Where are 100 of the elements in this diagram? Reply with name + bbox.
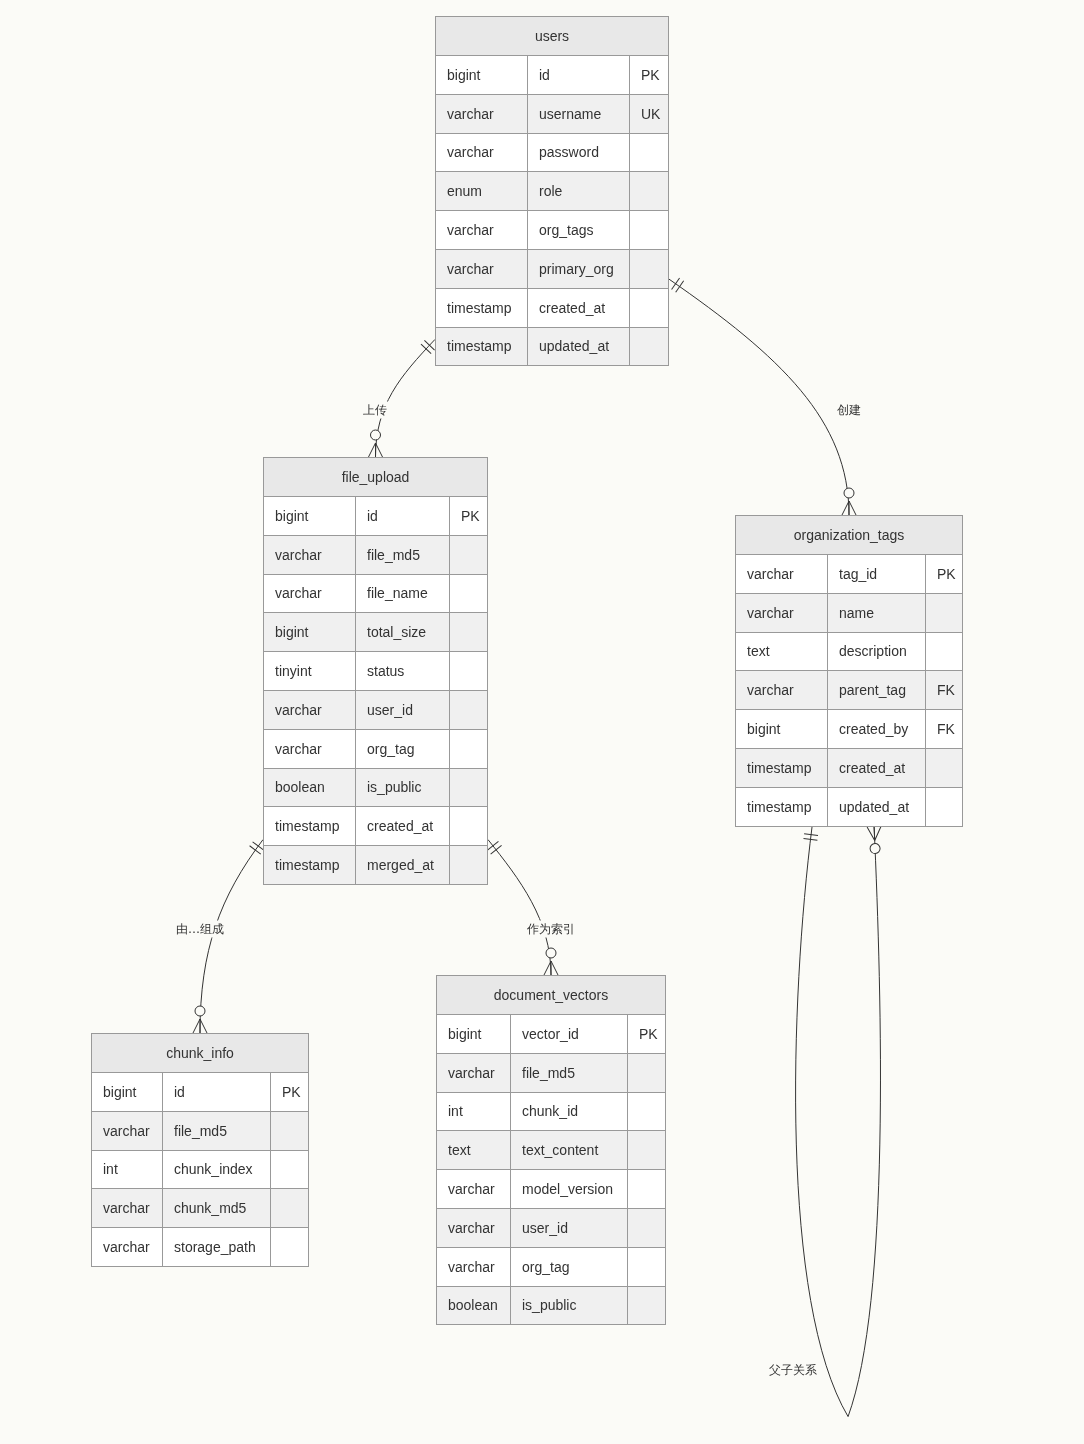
attribute-row <box>437 1091 665 1131</box>
data-type-cell: varchar <box>437 1209 511 1247</box>
data-type-cell: varchar <box>92 1228 163 1266</box>
attribute-row <box>264 651 487 690</box>
data-type-cell: varchar <box>736 593 828 632</box>
column-name-cell: primary_org <box>528 250 630 288</box>
key-cell-text: PK <box>640 65 661 85</box>
attribute-row <box>736 786 962 826</box>
data-type-cell: timestamp <box>436 288 528 327</box>
attribute-row <box>736 670 962 710</box>
entity-table <box>435 16 669 367</box>
attribute-row <box>436 55 668 94</box>
column-name-cell: vector_id <box>511 1015 628 1053</box>
attribute-row <box>736 748 962 787</box>
data-type-cell: bigint <box>436 56 528 94</box>
attribute-row <box>436 93 668 133</box>
column-name-cell: name <box>828 593 926 632</box>
attribute-row <box>437 1285 665 1325</box>
attribute-row <box>264 728 487 768</box>
column-name-cell: model_version <box>511 1170 628 1208</box>
table-title: organization_tags <box>736 516 962 554</box>
attribute-row <box>436 287 668 327</box>
data-type-cell: varchar <box>436 250 528 288</box>
table-title: file_upload <box>264 458 487 496</box>
column-name-cell: id <box>528 56 630 94</box>
data-type-cell: varchar <box>264 535 356 574</box>
column-name-cell: file_md5 <box>163 1111 271 1150</box>
edge-label: 父子关系 <box>767 1361 819 1379</box>
data-type-cell: varchar <box>437 1053 511 1092</box>
attribute-row <box>736 592 962 632</box>
attribute-row <box>436 249 668 288</box>
column-name-cell: org_tag <box>511 1247 628 1286</box>
attribute-row <box>264 573 487 613</box>
data-type-cell: timestamp <box>264 846 356 884</box>
relationship-line <box>668 277 857 516</box>
data-type-cell: timestamp <box>436 327 528 366</box>
data-type-cell: timestamp <box>736 787 828 826</box>
data-type-cell: bigint <box>92 1073 163 1111</box>
key-cell-text: PK <box>460 506 481 526</box>
entity-table <box>263 457 488 885</box>
attribute-row <box>264 496 487 535</box>
attribute-row <box>264 806 487 846</box>
column-name-cell: storage_path <box>163 1228 271 1266</box>
attribute-row <box>437 1014 665 1053</box>
column-name-cell: file_md5 <box>356 535 450 574</box>
data-type-cell: tinyint <box>264 652 356 690</box>
column-name-cell: org_tag <box>356 729 450 768</box>
key-cell-text: PK <box>281 1082 302 1102</box>
attribute-row <box>264 845 487 884</box>
column-name-cell: status <box>356 652 450 690</box>
data-type-cell: varchar <box>437 1247 511 1286</box>
key-cell-text: PK <box>936 564 957 584</box>
attribute-row <box>437 1052 665 1092</box>
column-name-cell: user_id <box>356 691 450 729</box>
column-name-cell: updated_at <box>828 787 926 826</box>
attribute-row <box>436 171 668 211</box>
data-type-cell: bigint <box>437 1015 511 1053</box>
attribute-row <box>92 1149 308 1189</box>
attribute-row <box>264 534 487 574</box>
edge-label: 创建 <box>835 401 863 419</box>
data-type-cell: varchar <box>436 94 528 133</box>
column-name-cell: created_at <box>828 749 926 787</box>
attribute-row <box>264 767 487 807</box>
column-name-cell: id <box>163 1073 271 1111</box>
data-type-cell: varchar <box>437 1170 511 1208</box>
attribute-row <box>92 1227 308 1266</box>
data-type-cell: varchar <box>264 729 356 768</box>
column-name-cell: tag_id <box>828 555 926 593</box>
attribute-row <box>92 1110 308 1150</box>
table-title: chunk_info <box>92 1034 308 1072</box>
entity-table <box>735 515 963 827</box>
attribute-row <box>437 1130 665 1170</box>
column-name-cell: merged_at <box>356 846 450 884</box>
attribute-row <box>736 709 962 748</box>
attribute-row <box>437 1208 665 1247</box>
column-name-cell: is_public <box>511 1286 628 1325</box>
edge-label: 上传 <box>361 401 389 419</box>
table-title: users <box>436 17 668 55</box>
attribute-row <box>264 690 487 729</box>
data-type-cell: varchar <box>436 211 528 249</box>
attribute-row <box>436 132 668 172</box>
data-type-cell: varchar <box>736 555 828 593</box>
data-type-cell: boolean <box>437 1286 511 1325</box>
attribute-row <box>736 554 962 593</box>
key-cell-text: UK <box>640 104 662 124</box>
data-type-cell: varchar <box>264 691 356 729</box>
edge-label: 由…组成 <box>174 920 226 938</box>
column-name-cell: org_tags <box>528 211 630 249</box>
table-title: document_vectors <box>437 976 665 1014</box>
relationship-line <box>795 825 882 1418</box>
column-name-cell: id <box>356 497 450 535</box>
attribute-row <box>436 326 668 366</box>
attribute-row <box>736 631 962 671</box>
column-name-cell: user_id <box>511 1209 628 1247</box>
data-type-cell: varchar <box>92 1111 163 1150</box>
attribute-row <box>264 612 487 652</box>
column-name-cell: created_at <box>528 288 630 327</box>
entity-table <box>91 1033 309 1267</box>
relationship-line <box>192 839 265 1034</box>
column-name-cell: username <box>528 94 630 133</box>
